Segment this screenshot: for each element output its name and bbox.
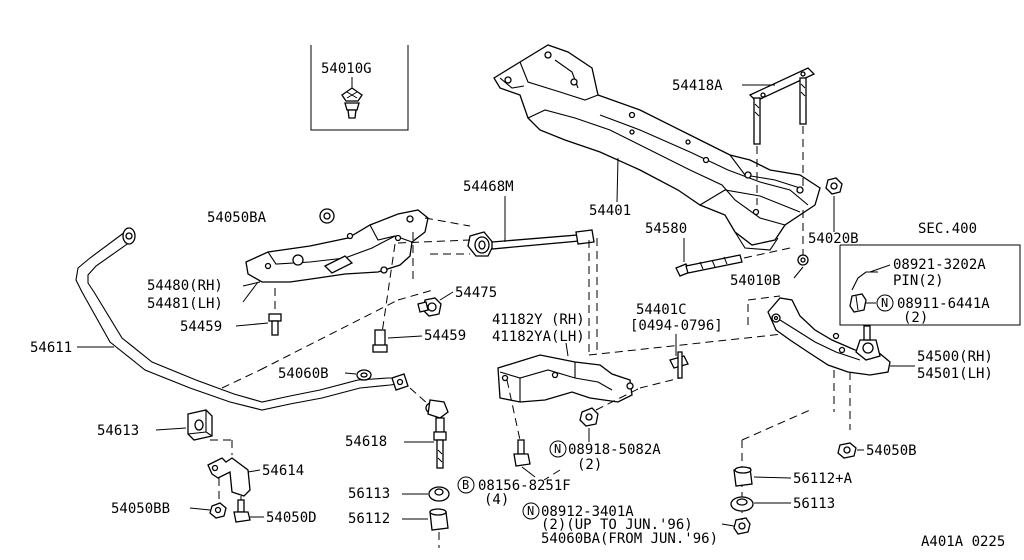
callout-08911-6441A: 08911-6441A — [897, 296, 990, 312]
callout-08912-note: (2)(UP TO JUN.'96) — [541, 517, 693, 533]
clip-fastener-part — [341, 87, 363, 119]
callout-08156-8251F: 08156-8251F — [478, 478, 571, 494]
callout-54060B: 54060B — [278, 366, 329, 382]
callout-54050BB: 54050BB — [111, 501, 170, 517]
callout-54418A: 54418A — [672, 78, 723, 94]
bolt-54459-upper — [268, 313, 282, 336]
bushing-56112A — [733, 466, 753, 487]
callout-08918-qty: (2) — [577, 457, 602, 473]
bracket-54480-54481 — [245, 209, 429, 283]
stabilizer-bar-54611 — [75, 227, 409, 411]
callout-54050D: 54050D — [266, 510, 317, 526]
sec-400-detail-box: SEC.400 08921-3202A PIN(2) N 08911-6441A… — [839, 221, 1021, 326]
bolt-54580 — [675, 254, 743, 277]
svg-text:N: N — [527, 504, 534, 518]
washer-56113-right — [730, 496, 754, 512]
callout-56112: 56112 — [348, 511, 390, 527]
callout-56112A: 56112+A — [793, 471, 853, 487]
washer-56113-left — [428, 486, 450, 502]
callout-54459-lower: 54459 — [424, 328, 466, 344]
bolt-54401C — [669, 351, 689, 379]
bushing-bolt-54475 — [417, 297, 442, 317]
bushing-56112 — [429, 508, 449, 531]
bracket-54418A — [748, 67, 816, 145]
washer-54060B — [356, 369, 372, 381]
n-symbol-08918: N — [549, 440, 567, 458]
callout-08921-3202A: 08921-3202A — [893, 257, 986, 273]
nut-54050BB — [209, 502, 227, 519]
callout-41182Y: 41182Y (RH) — [492, 312, 585, 328]
bolt-08156-8251F — [513, 439, 531, 467]
nut-54050B — [837, 442, 857, 459]
callout-54050B: 54050B — [866, 443, 917, 459]
bolt-54459-lower — [372, 329, 388, 353]
b-symbol-08156: B — [457, 476, 475, 494]
callout-08921-pin: PIN(2) — [893, 273, 944, 289]
washer-54010B — [797, 254, 809, 266]
svg-text:B: B — [462, 478, 469, 492]
compression-rod-54468M — [467, 229, 595, 257]
callout-54020B: 54020B — [808, 231, 859, 247]
callout-08918-5082A: 08918-5082A — [568, 442, 661, 458]
callout-54611: 54611 — [30, 340, 72, 356]
castle-nut-08911 — [849, 293, 867, 313]
callout-54050BA: 54050BA — [207, 210, 267, 226]
callout-08912-3401A: 08912-3401A — [541, 504, 634, 520]
callout-08156-qty: (4) — [484, 492, 509, 508]
n-symbol-08911: N — [876, 294, 894, 312]
bushing-54613 — [187, 409, 213, 441]
nut-54020B — [825, 177, 843, 195]
callout-54480: 54480(RH) — [147, 278, 223, 294]
n-symbol-08912: N — [522, 502, 540, 520]
callout-54618: 54618 — [345, 434, 387, 450]
section-ref: SEC.400 — [918, 221, 977, 237]
callout-54401C: 54401C — [636, 302, 687, 318]
clip-54010G-inset: 54010G — [310, 45, 409, 131]
callout-54500: 54500(RH) — [917, 349, 993, 365]
callout-54401: 54401 — [589, 203, 631, 219]
callout-54459-upper: 54459 — [180, 319, 222, 335]
callout-54010G: 54010G — [321, 61, 372, 77]
diagram-id: A401A 0225 — [921, 534, 1005, 550]
callout-56113-right: 56113 — [793, 496, 835, 512]
callout-54614: 54614 — [262, 463, 304, 479]
callout-08911-qty: (2) — [903, 310, 928, 326]
callout-41182YA: 41182YA(LH) — [492, 329, 585, 345]
lower-arm-54500-54501 — [767, 297, 891, 376]
front-crossmember-54401 — [493, 44, 821, 251]
svg-text:N: N — [554, 442, 561, 456]
clamp-54614 — [207, 457, 251, 497]
callout-54060BA: 54060BA(FROM JUN.'96) — [541, 531, 718, 547]
bracket-41182Y — [497, 354, 634, 403]
callout-56113-left: 56113 — [348, 486, 390, 502]
callout-54613: 54613 — [97, 423, 139, 439]
callout-54401C-date: [0494-0796] — [630, 318, 723, 334]
callout-54010B: 54010B — [730, 273, 781, 289]
svg-text:N: N — [881, 296, 888, 310]
callout-54481: 54481(LH) — [147, 296, 223, 312]
bolt-54050D — [233, 499, 251, 523]
stabilizer-link-54618 — [425, 399, 449, 469]
callout-54468M: 54468M — [463, 179, 514, 195]
callout-54580: 54580 — [645, 221, 687, 237]
nut-08918-5082A — [579, 407, 599, 427]
washer-54050BA — [319, 208, 335, 224]
callout-54501: 54501(LH) — [917, 366, 993, 382]
callout-54475: 54475 — [455, 285, 497, 301]
nut-08912-3401A — [733, 517, 751, 535]
